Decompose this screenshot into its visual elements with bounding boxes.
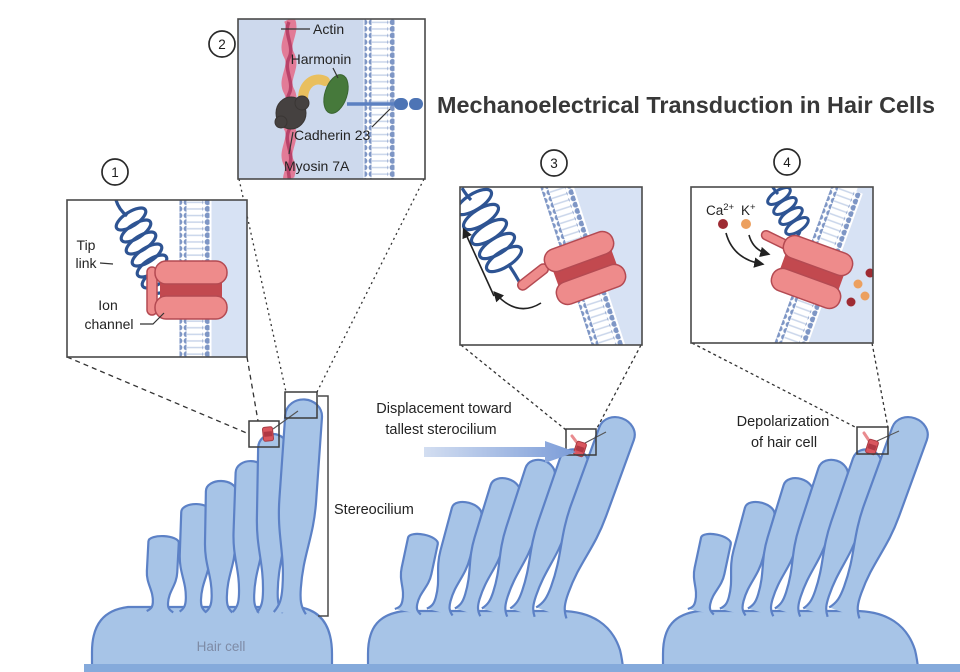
harmonin-green-domain (323, 74, 349, 114)
gate-swing-arrow-icon (493, 291, 542, 310)
badge-circle-3 (540, 149, 568, 177)
potassium-ion (853, 279, 863, 289)
panel-3 (459, 186, 643, 346)
callout-line-p1-right (246, 356, 259, 422)
tip-link-label-line1: Tip (77, 237, 96, 253)
potassium-ion (741, 219, 751, 229)
panel-1: Tip link Ion channel (66, 199, 248, 358)
cadherin-label: Cadherin 23 (294, 127, 370, 143)
myosin-leader (288, 131, 294, 155)
panel-number-1: 1 (111, 165, 119, 180)
harmonin-protein (298, 74, 330, 104)
ion-flow-arrow-icon (748, 234, 771, 258)
badge-circle-2 (208, 30, 236, 58)
callout-rect-channel-2 (565, 428, 597, 456)
tip-link-spring-stretched (460, 187, 524, 284)
page-title: Mechanoelectrical Transduction in Hair C… (437, 92, 935, 118)
hair-cell-label: Hair cell (197, 639, 246, 654)
depolarization-label-line2: of hair cell (751, 435, 817, 451)
depolarization-label-line1: Depolarization (737, 414, 830, 430)
displacement-label-line2: tallest sterocilium (385, 422, 496, 438)
badge-circle-1 (101, 158, 129, 186)
callout-line-p1-left (66, 356, 250, 435)
hair-cell-2-body (366, 609, 625, 672)
hair-cell-2 (366, 410, 641, 672)
membrane (363, 19, 397, 179)
mini-ion-channel-1 (261, 426, 275, 442)
panel-2-border (237, 18, 426, 180)
callout-line-p3-right (595, 344, 642, 431)
cadherin-bead (394, 98, 408, 110)
stereocilium-label: Stereocilium (334, 502, 414, 518)
panel-2: Actin Harmonin Cadherin 23 Myosin 7A (237, 18, 426, 180)
callout-line-p2-right (316, 178, 425, 393)
callout-line-p4-left (691, 342, 858, 429)
callout-line-p3-left (460, 344, 567, 431)
zoom-callout-lines (66, 178, 889, 435)
callout-rect-channel-3 (856, 426, 889, 455)
harmonin-leader (332, 67, 339, 79)
ion-channel-label-line2: channel (84, 316, 133, 332)
hair-cell-1 (90, 396, 334, 672)
panel-number-4: 4 (783, 155, 791, 170)
displacement-label-line1: Displacement toward (376, 401, 511, 417)
hair-cell-3 (661, 410, 934, 672)
cadherin-leader (371, 108, 391, 128)
calcium-ion (865, 268, 873, 278)
displacement-arrow-icon (424, 441, 576, 463)
stereocilium-bracket (318, 395, 329, 617)
tip-link-macro-1 (272, 410, 299, 430)
actin-label: Actin (313, 21, 344, 37)
callout-rect-tallest-tip (284, 391, 318, 419)
tip-link-spring-small (766, 187, 810, 241)
ion-channel-label-line1: Ion (98, 297, 117, 313)
panel-number-badges: 1 2 3 4 (101, 30, 801, 186)
cadherin-bead (409, 98, 423, 110)
tension-arrow-icon (462, 227, 495, 297)
ion-channel (154, 260, 228, 320)
harmonin-label: Harmonin (291, 51, 352, 67)
myosin-protein (274, 95, 310, 130)
potassium-label: K+ (741, 202, 756, 218)
tip-link-label-line2: link (75, 255, 97, 271)
channel-gate (146, 266, 158, 316)
panel-number-3: 3 (550, 156, 558, 171)
badge-circle-4 (773, 148, 801, 176)
basal-band (84, 664, 960, 672)
panel-4-border (690, 186, 874, 344)
panel-1-border (66, 199, 248, 358)
tip-link-leader (99, 262, 114, 265)
callout-rects (248, 391, 889, 456)
callout-line-p2-left (238, 178, 287, 393)
panel-3-border (459, 186, 643, 346)
callout-rect-channel-1 (248, 420, 280, 448)
panel-number-2: 2 (218, 37, 226, 52)
hair-cell-3-body (661, 609, 920, 672)
panel-4: Ca2+ K+ (690, 186, 874, 344)
calcium-ion (846, 297, 856, 307)
ion-channel-leader (140, 312, 165, 325)
calcium-label: Ca2+ (706, 202, 735, 218)
callout-line-p4-right (871, 342, 889, 429)
myosin-label: Myosin 7A (284, 158, 350, 174)
potassium-ion (860, 291, 870, 301)
ion-flow-arrow-icon (725, 232, 765, 268)
calcium-ion (718, 219, 728, 229)
